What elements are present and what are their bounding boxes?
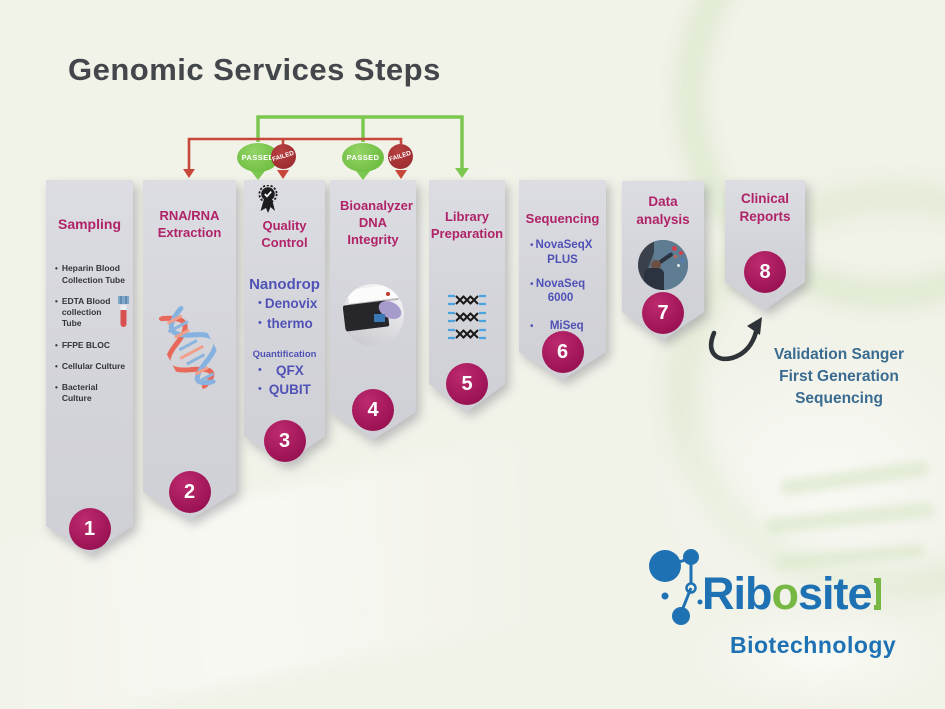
step-title: RNA/RNA Extraction xyxy=(157,208,222,241)
list-item-label: FFPE BLOC xyxy=(61,339,110,350)
bullet-icon: • xyxy=(55,264,58,274)
dna-fragment-icon xyxy=(448,328,486,340)
passed-line xyxy=(256,115,464,169)
passed-arrowhead xyxy=(251,171,265,180)
list-item-label: Bacterial Culture xyxy=(61,382,98,404)
bioanalyzer-photo xyxy=(342,284,404,346)
bullet-icon: • xyxy=(258,363,262,376)
failed-badge-label: FAILED xyxy=(271,149,296,164)
failed-badge-label: FAILED xyxy=(388,149,413,164)
step-number: 5 xyxy=(461,372,473,395)
step-title: Sequencing xyxy=(525,211,600,226)
passed-arrowhead xyxy=(455,168,469,178)
step-banner-library-preparation: Library Preparation 5 xyxy=(429,180,505,412)
step-banner-sequencing: Sequencing •NovaSeqX PLUS •NovaSeq 6000 … xyxy=(519,180,606,380)
step-title: Quality Control xyxy=(261,218,308,251)
bullet-icon: • xyxy=(530,278,534,290)
bullet-icon: • xyxy=(258,382,262,395)
section-heading: Nanodrop xyxy=(249,276,320,294)
banner-ribbon: Library Preparation xyxy=(429,180,505,412)
bullet-icon: • xyxy=(55,340,58,350)
passed-badge: PASSED xyxy=(342,143,384,172)
indicator-light xyxy=(386,292,390,296)
list-item: •NovaSeq 6000 xyxy=(519,277,606,306)
list-item: •Heparin Blood Collection Tube xyxy=(55,263,128,285)
list-item: •NovaSeqX PLUS xyxy=(519,238,606,267)
banner-ribbon: Sequencing •NovaSeqX PLUS •NovaSeq 6000 … xyxy=(519,180,606,380)
step-number: 7 xyxy=(657,301,669,324)
bullet-icon: • xyxy=(530,240,534,252)
list-item: •Cellular Culture xyxy=(55,361,128,372)
bullet-icon: • xyxy=(258,297,262,310)
failed-line xyxy=(187,137,403,169)
list-item: •Bacterial Culture xyxy=(55,382,128,404)
passed-arrowhead xyxy=(356,171,370,180)
list-item-label: thermo xyxy=(267,315,313,331)
blood-collection-tube-icon xyxy=(117,296,130,329)
dna-fragment-icon xyxy=(448,294,486,306)
bullet-icon: • xyxy=(55,296,58,306)
failed-arrowhead xyxy=(395,170,407,179)
list-item-label: QUBIT xyxy=(268,381,311,397)
bullet-icon: • xyxy=(530,321,534,333)
step-number: 8 xyxy=(759,260,771,283)
failed-badge: FAILED xyxy=(271,144,296,169)
step-title: Library Preparation xyxy=(430,209,504,242)
failed-arrowhead xyxy=(277,170,289,179)
bullet-icon: • xyxy=(55,383,58,392)
section-heading: Quantification xyxy=(252,348,317,360)
sequencer-list: •NovaSeqX PLUS •NovaSeq 6000 •MiSeq xyxy=(519,238,606,335)
person-body xyxy=(644,268,664,290)
list-item-label: NovaSeq 6000 xyxy=(535,277,586,305)
list-item-label: QFX xyxy=(276,362,304,378)
passed-badge-label: PASSED xyxy=(241,153,275,162)
list-item-label: Denovix xyxy=(264,296,318,312)
list-item: • QFX xyxy=(244,363,325,379)
dna-helix-icon xyxy=(129,290,251,408)
list-item: • QUBIT xyxy=(244,382,325,398)
list-item-label: Heparin Blood Collection Tube xyxy=(61,263,125,285)
failed-badge: FAILED xyxy=(388,144,413,169)
step-title: Sampling xyxy=(57,216,121,232)
list-item-label: EDTA Blood collection Tube xyxy=(61,295,111,329)
list-item: •Denovix xyxy=(244,296,325,312)
step-number-badge: 6 xyxy=(541,331,584,373)
bullet-icon: • xyxy=(55,361,58,371)
dna-fragment-icons xyxy=(429,294,505,340)
dna-fragment-icon xyxy=(448,311,486,323)
person-head xyxy=(651,260,661,270)
passed-badge-label: PASSED xyxy=(346,153,380,162)
list-item: •EDTA Blood collection Tube xyxy=(55,296,128,330)
list-item: •FFPE BLOC xyxy=(55,340,128,351)
step-title: Bioanalyzer DNA Integrity xyxy=(340,198,413,248)
list-item-label: NovaSeqX PLUS xyxy=(535,239,593,266)
page-title: Genomic Services Steps xyxy=(68,52,441,87)
bullet-icon: • xyxy=(258,316,262,329)
list-item: • MiSeq xyxy=(519,319,606,335)
list-item-label: Cellular Culture xyxy=(61,360,126,371)
sampling-list: •Heparin Blood Collection Tube •EDTA Blo… xyxy=(46,263,133,404)
list-item-label: MiSeq xyxy=(549,320,584,333)
medal-icon xyxy=(244,185,325,213)
step-number: 6 xyxy=(556,340,569,363)
list-item: • thermo xyxy=(244,316,325,332)
step-number-badge: 5 xyxy=(446,363,488,405)
chip xyxy=(374,314,385,322)
failed-arrowhead xyxy=(183,169,195,178)
